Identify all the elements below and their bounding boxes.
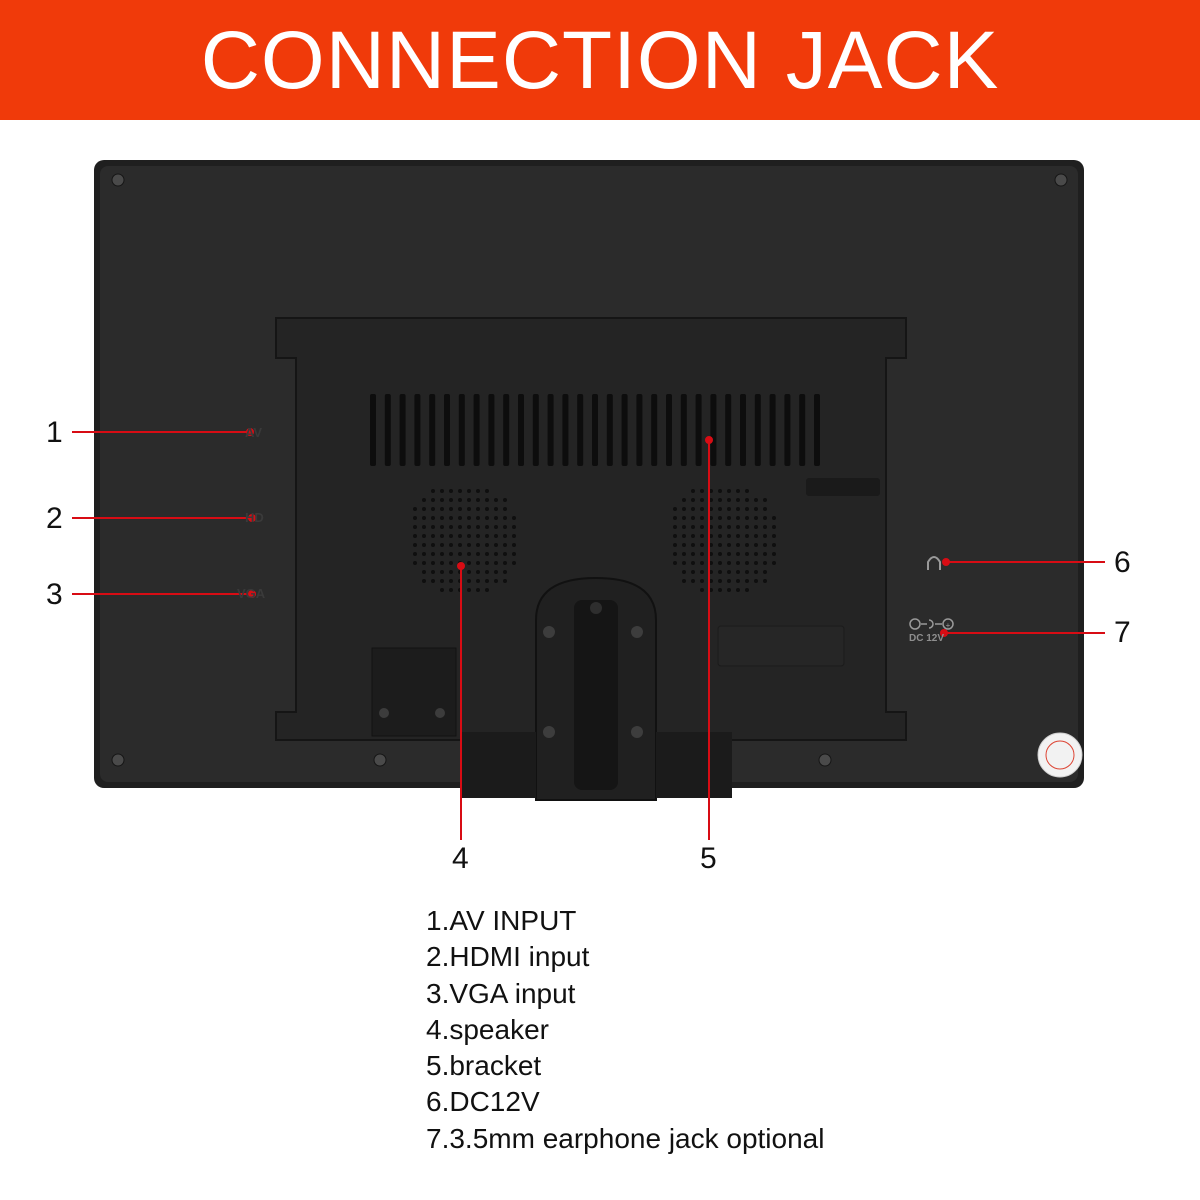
callout-number-7: 7 <box>1114 616 1131 649</box>
page-title: CONNECTION JACK <box>200 15 1000 106</box>
callout-number-4: 4 <box>452 842 469 875</box>
dc-polarity-icon <box>909 618 954 630</box>
legend-item: 2.HDMI input <box>426 941 590 973</box>
stand-base-right <box>656 732 732 798</box>
legend-item: 4.speaker <box>426 1013 549 1045</box>
port-block <box>371 647 457 737</box>
callout-number-2: 2 <box>46 502 63 535</box>
callout-number-5: 5 <box>700 842 717 875</box>
svg-text:+: + <box>946 621 951 630</box>
callout-number-1: 1 <box>46 416 63 449</box>
callout-number-6: 6 <box>1114 546 1131 579</box>
dc-port-label: DC 12V <box>909 633 945 644</box>
legend-list: 1.AV INPUT 2.HDMI input 3.VGA input 4.sp… <box>426 903 824 1157</box>
legend-item: 7.3.5mm earphone jack optional <box>426 1122 825 1154</box>
vent-slots <box>370 394 820 466</box>
legend-item: 6.DC12V <box>426 1086 540 1118</box>
vga-port-label: VGA <box>237 586 266 601</box>
callout-number-3: 3 <box>46 578 63 611</box>
callout-lines <box>72 428 1105 840</box>
hd-port-label: HD <box>245 510 264 525</box>
warranty-sticker <box>1037 732 1083 778</box>
stand-base-left <box>460 732 536 798</box>
legend-item: 5.bracket <box>426 1050 542 1082</box>
speaker-grille-left <box>413 489 516 592</box>
title-banner <box>0 0 1200 120</box>
legend-item: 1.AV INPUT <box>426 905 577 936</box>
side-slot <box>806 478 880 496</box>
av-port-label: AV <box>245 425 263 440</box>
corner-screws <box>111 173 1068 767</box>
label-plate <box>717 625 845 667</box>
headphone-jack-icon <box>927 556 941 570</box>
bracket-channel <box>574 600 618 790</box>
legend-item: 3.VGA input <box>426 977 576 1009</box>
